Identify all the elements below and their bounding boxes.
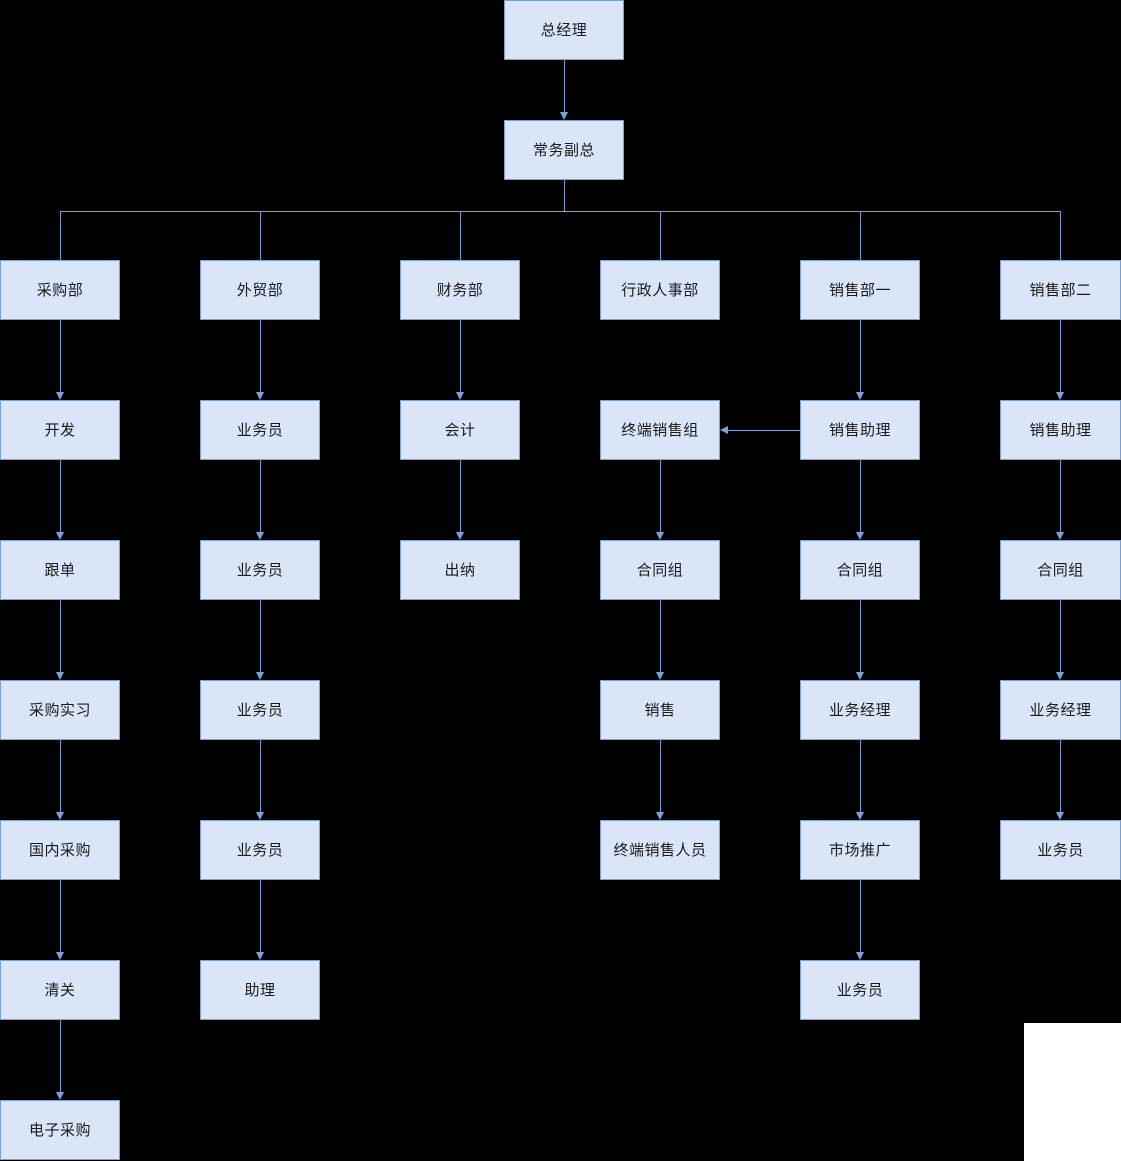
connector-bus-drop-4 [660, 211, 661, 260]
arrowhead-c2-r3-icon [256, 812, 264, 820]
arrowhead-cross-link-icon [720, 426, 728, 434]
arrowhead-c2-r0-icon [256, 392, 264, 400]
node-department-3[interactable]: 财务部 [400, 260, 520, 320]
connector-c1-r5 [60, 1020, 61, 1092]
arrowhead-c6-r0-icon [1056, 392, 1064, 400]
connector-c4-r2 [660, 600, 661, 672]
arrowhead-root-to-deputy-icon [560, 112, 568, 120]
connector-c5-r4 [860, 880, 861, 952]
connector-c6-r0 [1060, 320, 1061, 392]
connector-c5-r0 [860, 320, 861, 392]
node-department-4[interactable]: 行政人事部 [600, 260, 720, 320]
connector-c2-r0 [260, 320, 261, 392]
connector-bus-drop-2 [260, 211, 261, 260]
arrowhead-c5-r4-icon [856, 952, 864, 960]
connector-bus-drop-3 [460, 211, 461, 260]
node-c4-item-2[interactable]: 合同组 [600, 540, 720, 600]
connector-c3-r0 [460, 320, 461, 392]
node-department-2[interactable]: 外贸部 [200, 260, 320, 320]
node-department-1[interactable]: 采购部 [0, 260, 120, 320]
node-c1-item-1[interactable]: 开发 [0, 400, 120, 460]
arrowhead-c5-r2-icon [856, 672, 864, 680]
node-c5-item-2[interactable]: 合同组 [800, 540, 920, 600]
node-c1-item-3[interactable]: 采购实习 [0, 680, 120, 740]
node-c2-item-3[interactable]: 业务员 [200, 680, 320, 740]
connector-deputy-to-bus [564, 180, 565, 211]
connector-c4-r1 [660, 460, 661, 532]
connector-c4-r3 [660, 740, 661, 812]
arrowhead-c4-r1-icon [656, 532, 664, 540]
connector-c1-r4 [60, 880, 61, 952]
connector-c2-r4 [260, 880, 261, 952]
node-c2-item-1[interactable]: 业务员 [200, 400, 320, 460]
arrowhead-c5-r3-icon [856, 812, 864, 820]
node-c1-item-2[interactable]: 跟单 [0, 540, 120, 600]
node-root-general-manager[interactable]: 总经理 [504, 0, 624, 60]
arrowhead-c5-r1-icon [856, 532, 864, 540]
connector-c5-r2 [860, 600, 861, 672]
node-c3-item-2[interactable]: 出纳 [400, 540, 520, 600]
connector-c6-r1 [1060, 460, 1061, 532]
arrowhead-c1-r3-icon [56, 812, 64, 820]
node-c6-item-4[interactable]: 业务员 [1000, 820, 1121, 880]
node-deputy-general-manager[interactable]: 常务副总 [504, 120, 624, 180]
connector-c1-r1 [60, 460, 61, 532]
node-c1-item-4[interactable]: 国内采购 [0, 820, 120, 880]
arrowhead-c2-r2-icon [256, 672, 264, 680]
node-c6-item-1[interactable]: 销售助理 [1000, 400, 1121, 460]
node-c4-item-1[interactable]: 终端销售组 [600, 400, 720, 460]
node-c5-item-5[interactable]: 业务员 [800, 960, 920, 1020]
connector-c2-r3 [260, 740, 261, 812]
node-c1-item-5[interactable]: 清关 [0, 960, 120, 1020]
connector-root-to-deputy [564, 60, 565, 112]
node-c3-item-1[interactable]: 会计 [400, 400, 520, 460]
arrowhead-c1-r0-icon [56, 392, 64, 400]
connector-c5-r1 [860, 460, 861, 532]
connector-c6-r3 [1060, 740, 1061, 812]
arrowhead-c6-r3-icon [1056, 812, 1064, 820]
connector-bus-drop-5 [860, 211, 861, 260]
node-c5-item-1[interactable]: 销售助理 [800, 400, 920, 460]
connector-bus-drop-1 [60, 211, 61, 260]
arrowhead-c3-r1-icon [456, 532, 464, 540]
connector-c5-r3 [860, 740, 861, 812]
connector-c1-r0 [60, 320, 61, 392]
arrowhead-c1-r5-icon [56, 1092, 64, 1100]
node-department-6[interactable]: 销售部二 [1000, 260, 1121, 320]
arrowhead-c1-r1-icon [56, 532, 64, 540]
connector-cross-link-sales-assistant-to-terminal-sales-group [728, 430, 800, 431]
node-c5-item-3[interactable]: 业务经理 [800, 680, 920, 740]
arrowhead-c4-r3-icon [656, 812, 664, 820]
node-department-5[interactable]: 销售部一 [800, 260, 920, 320]
arrowhead-c2-r4-icon [256, 952, 264, 960]
node-c1-item-6[interactable]: 电子采购 [0, 1100, 120, 1160]
arrowhead-c4-r2-icon [656, 672, 664, 680]
connector-c2-r1 [260, 460, 261, 532]
arrowhead-c3-r0-icon [456, 392, 464, 400]
connector-c6-r2 [1060, 600, 1061, 672]
connector-c2-r2 [260, 600, 261, 672]
node-c2-item-5[interactable]: 助理 [200, 960, 320, 1020]
node-c2-item-4[interactable]: 业务员 [200, 820, 320, 880]
arrowhead-c1-r2-icon [56, 672, 64, 680]
node-c4-item-4[interactable]: 终端销售人员 [600, 820, 720, 880]
node-c2-item-2[interactable]: 业务员 [200, 540, 320, 600]
connector-c1-r3 [60, 740, 61, 812]
node-c4-item-3[interactable]: 销售 [600, 680, 720, 740]
node-c6-item-2[interactable]: 合同组 [1000, 540, 1121, 600]
connector-c1-r2 [60, 600, 61, 672]
arrowhead-c2-r1-icon [256, 532, 264, 540]
arrowhead-c5-r0-icon [856, 392, 864, 400]
arrowhead-c6-r1-icon [1056, 532, 1064, 540]
connector-department-bus [60, 211, 1061, 212]
connector-bus-drop-6 [1060, 211, 1061, 260]
arrowhead-c6-r2-icon [1056, 672, 1064, 680]
node-c6-item-3[interactable]: 业务经理 [1000, 680, 1121, 740]
connector-c3-r1 [460, 460, 461, 532]
arrowhead-c1-r4-icon [56, 952, 64, 960]
bottom-right-white-panel [1024, 1023, 1121, 1161]
node-c5-item-4[interactable]: 市场推广 [800, 820, 920, 880]
